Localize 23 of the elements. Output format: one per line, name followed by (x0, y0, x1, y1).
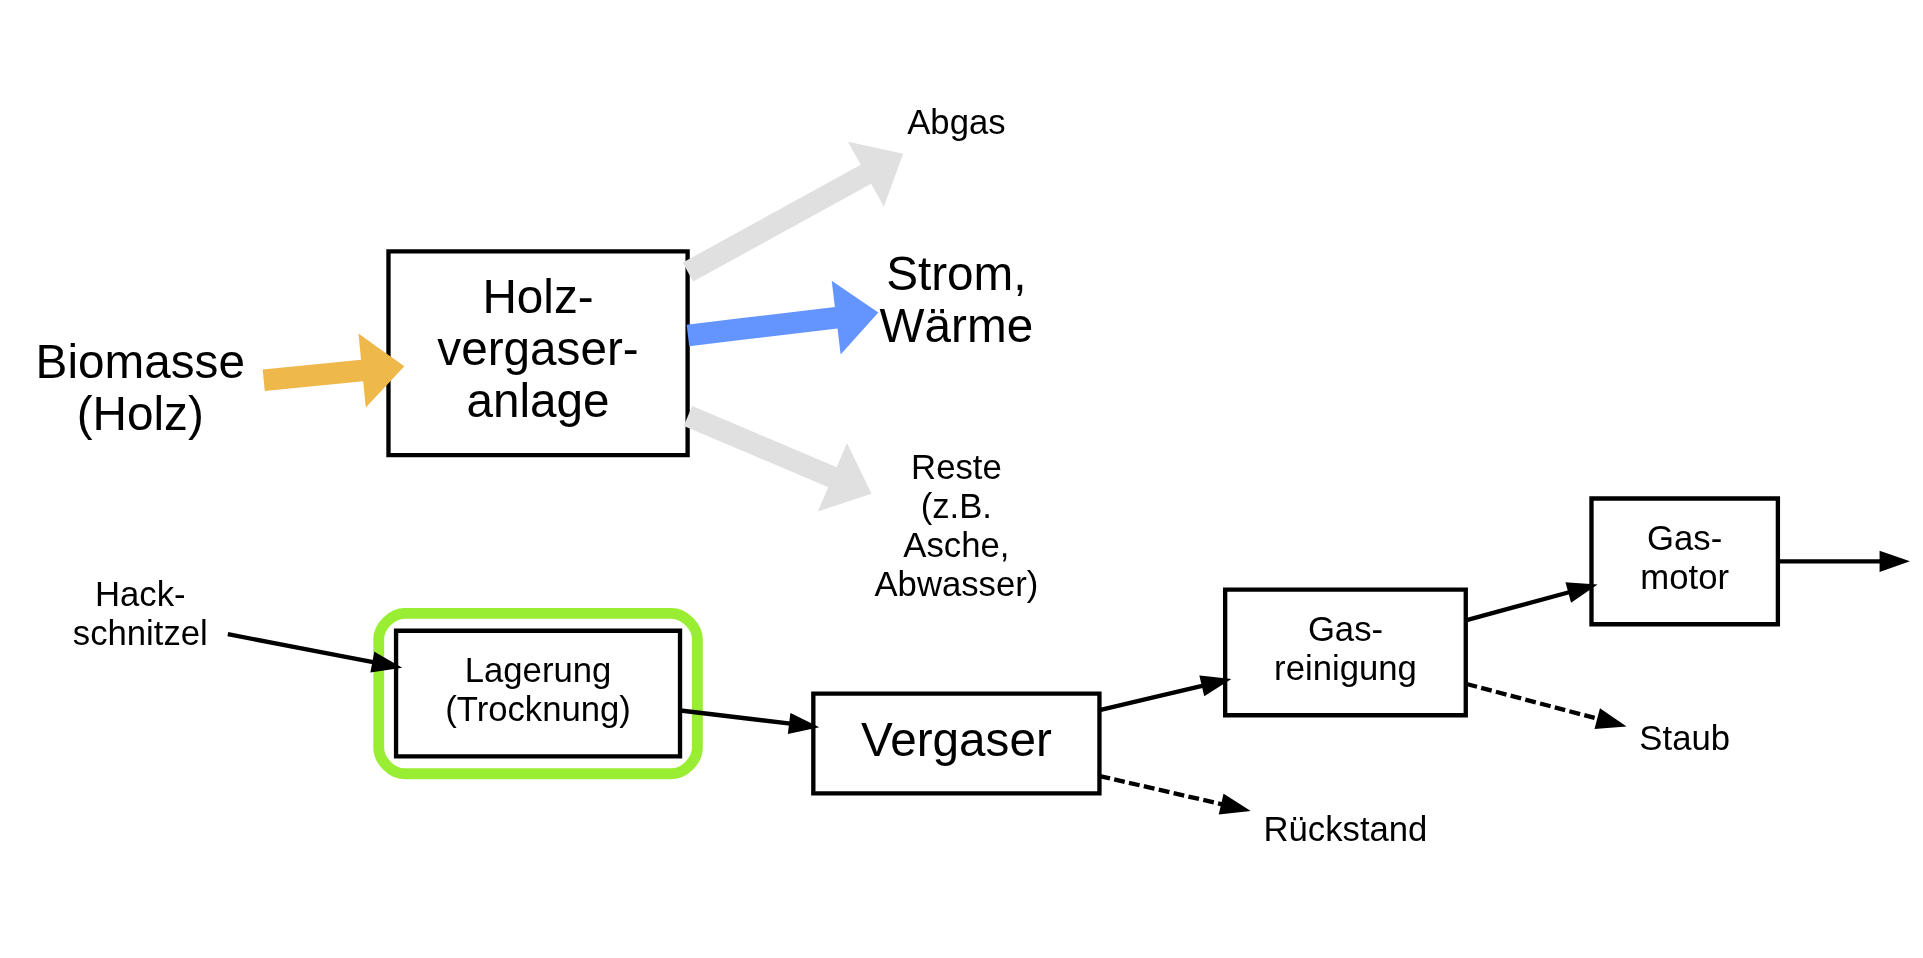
node-text: Reste (z.B. Asche, Abwasser) (874, 447, 1039, 603)
arrow (227, 632, 403, 673)
arrow (683, 405, 872, 512)
arrow (1099, 773, 1251, 815)
node-text: Hack- schnitzel (72, 575, 208, 653)
node-box: Vergaser (811, 691, 1102, 796)
arrow (682, 141, 904, 282)
arrow (686, 280, 879, 355)
arrow (262, 333, 405, 408)
cluster (373, 607, 703, 780)
node-text: Rückstand (1263, 809, 1428, 848)
node-box: Gas- reinigung (1223, 587, 1468, 718)
node-text: Strom, Wärme (879, 246, 1034, 352)
arrow (1099, 675, 1232, 713)
node-box: Holz- vergaser- anlage (386, 249, 690, 458)
node-text: Abgas (907, 102, 1006, 141)
node-text: Biomasse (Holz) (35, 335, 245, 441)
arrow (1466, 681, 1627, 729)
arrow (1466, 582, 1598, 623)
arrow (1778, 550, 1910, 572)
node-box: Gas- motor (1589, 496, 1781, 627)
node-text: Staub (1639, 718, 1730, 757)
node-box: Lagerung (Trocknung) (393, 628, 683, 759)
